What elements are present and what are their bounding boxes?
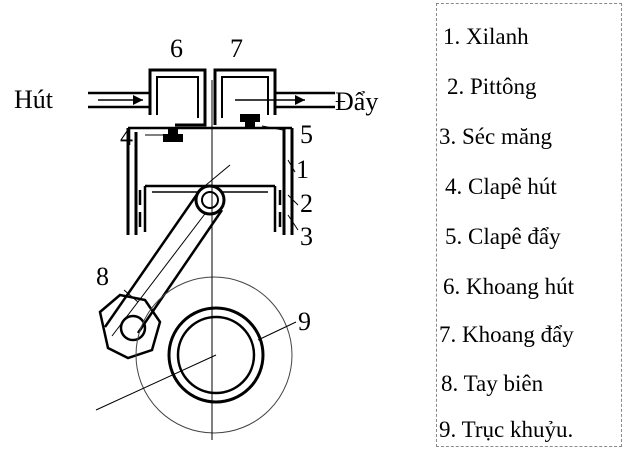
- legend-item: 2. Pittông: [447, 74, 537, 99]
- suction-valve: [163, 128, 183, 142]
- legend-item: 8. Tay biên: [441, 371, 544, 396]
- callout-4: 4: [120, 122, 133, 151]
- legend-box: 1. Xilanh 2. Pittông 3. Séc măng 4. Clap…: [436, 3, 622, 447]
- suction-chamber: [148, 68, 207, 127]
- callout-6: 6: [170, 34, 183, 63]
- callout-3: 3: [300, 222, 313, 251]
- crank-pin: [119, 314, 147, 342]
- callout-1: 1: [296, 155, 309, 184]
- suction-pipe: [88, 91, 150, 109]
- crankshaft: [135, 276, 293, 434]
- suction-label: Hút: [14, 85, 54, 114]
- callout-2: 2: [300, 189, 313, 218]
- wrist-pin: [194, 184, 226, 216]
- legend-item: 7. Khoang đẩy: [439, 322, 574, 347]
- crank-line: [95, 354, 217, 411]
- discharge-pipe: [275, 91, 335, 109]
- callout-5: 5: [300, 120, 313, 149]
- discharge-arrow: [235, 95, 305, 105]
- suction-arrow: [98, 95, 143, 105]
- connecting-rod: [98, 189, 224, 360]
- discharge-label: Đẩy: [335, 87, 378, 116]
- discharge-valve: [240, 114, 260, 128]
- cylinder-left-wall: [126, 128, 138, 235]
- legend-item: 9. Trục khuỷu.: [439, 417, 574, 442]
- callout-7: 7: [230, 34, 243, 63]
- legend-item: 4. Clapê hút: [445, 174, 557, 199]
- legend-item: 1. Xilanh: [443, 24, 529, 49]
- legend-item: 3. Séc măng: [439, 124, 553, 149]
- legend-item: 6. Khoang hút: [443, 274, 574, 299]
- cylinder-right-wall: [282, 128, 294, 235]
- legend-item: 5. Clapê đẩy: [445, 224, 561, 249]
- callout-9: 9: [298, 307, 311, 336]
- callout-8: 8: [96, 262, 109, 291]
